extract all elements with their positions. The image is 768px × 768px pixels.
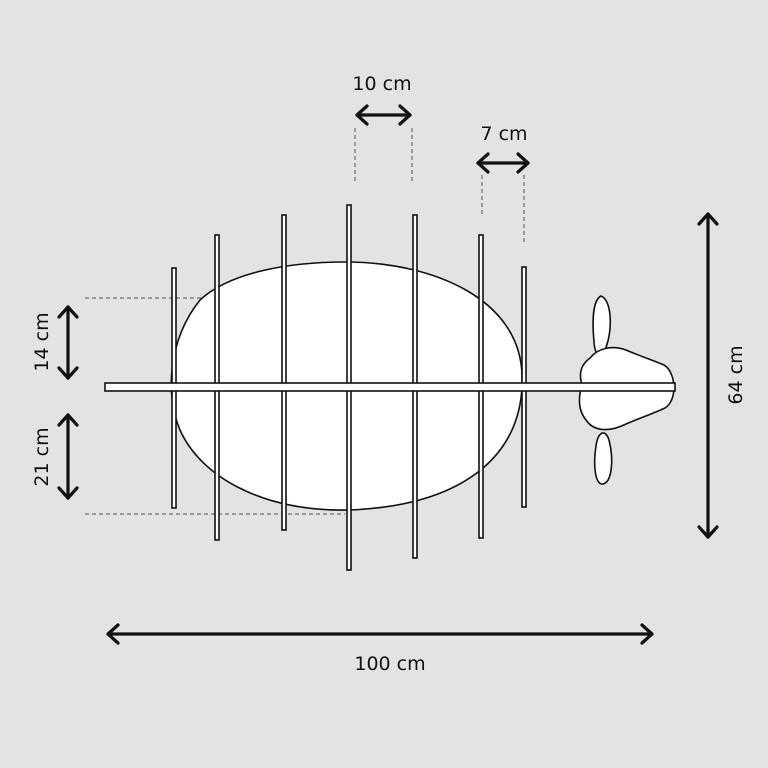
ear-top	[592, 295, 611, 357]
double-arrow-icon	[697, 212, 719, 539]
ear-bottom	[593, 432, 613, 485]
label-total-length: 100 cm	[354, 653, 425, 675]
label-total-height: 64 cm	[725, 345, 747, 404]
dimension-arrows	[57, 104, 719, 645]
double-arrow-icon	[57, 413, 79, 500]
vertical-rod	[281, 214, 287, 531]
label-rod-spacing-center: 10 cm	[352, 73, 411, 95]
double-arrow-icon	[476, 152, 530, 174]
spit-rod	[104, 382, 676, 392]
double-arrow-icon	[106, 623, 654, 645]
label-upper-offset: 14 cm	[31, 312, 53, 371]
double-arrow-icon	[57, 305, 79, 380]
label-rod-spacing-right: 7 cm	[480, 123, 527, 145]
double-arrow-icon	[355, 104, 412, 126]
label-lower-offset: 21 cm	[31, 427, 53, 486]
